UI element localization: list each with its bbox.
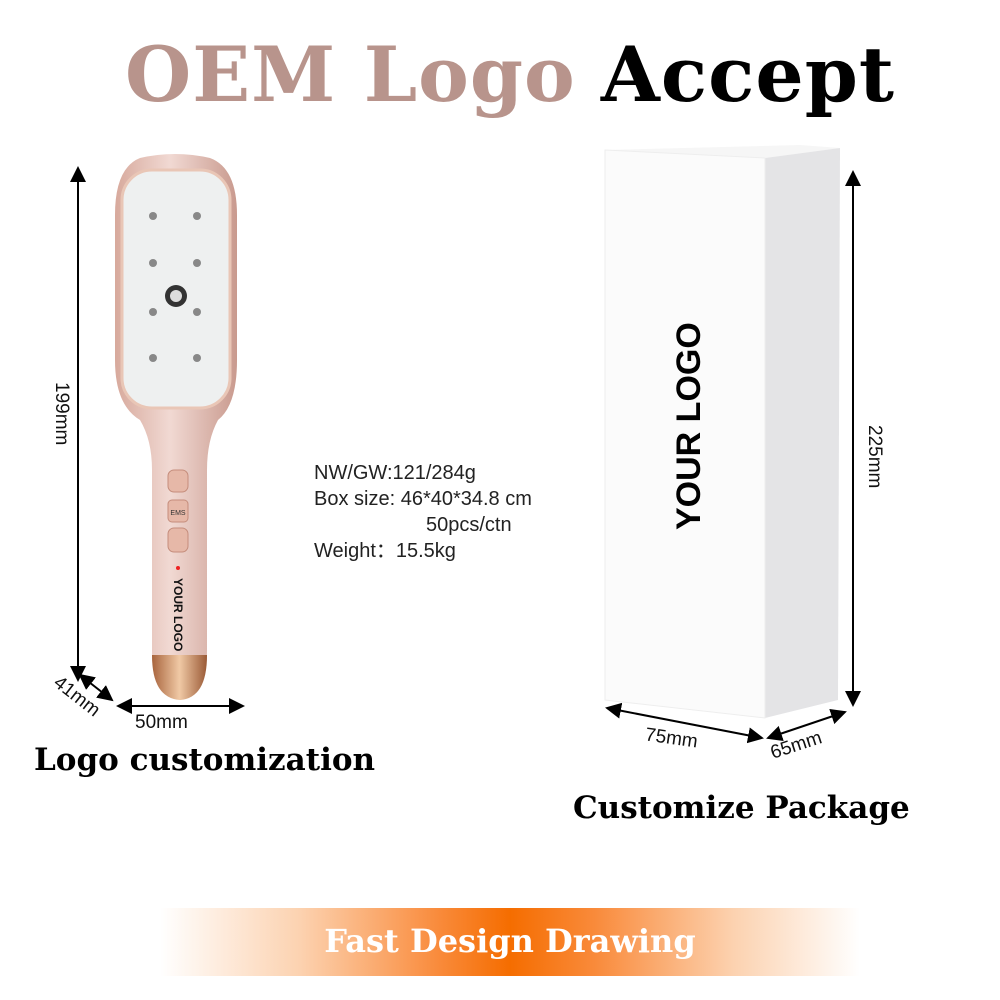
title-accept: Accept <box>600 30 895 119</box>
package-box: YOUR LOGO <box>604 145 840 719</box>
banner-text: Fast Design Drawing <box>324 922 696 960</box>
spec-weight-nw-gw: NW/GW:121/284g <box>314 462 476 484</box>
fast-design-banner: Fast Design Drawing <box>160 908 860 976</box>
ems-button <box>167 499 189 523</box>
page-title: OEM Logo Accept <box>125 30 895 119</box>
box-height-label: 225mm <box>864 425 885 489</box>
brush-logo-text: YOUR LOGO <box>171 578 185 651</box>
brush-tip <box>152 655 207 700</box>
dimension-arrows <box>70 166 861 744</box>
box-logo-text: YOUR LOGO <box>670 322 708 530</box>
power-button <box>167 469 189 493</box>
spec-weight: Weight：15.5kg <box>314 540 456 562</box>
logo-customization-caption: Logo customization <box>34 742 376 778</box>
brush-height-label: 199mm <box>51 382 72 446</box>
title-oem-logo: OEM Logo <box>125 30 576 119</box>
customize-package-caption: Customize Package <box>573 790 910 826</box>
heat-button <box>167 527 189 553</box>
spec-box-size: Box size: 46*40*34.8 cm <box>314 488 532 510</box>
brush-image: EMS YOUR LOGO <box>115 154 237 700</box>
spec-block: NW/GW:121/284g Box size: 46*40*34.8 cm 5… <box>314 460 532 564</box>
brush-width-label: 50mm <box>135 712 188 733</box>
spec-pcs-per-carton: 50pcs/ctn <box>426 514 512 536</box>
svg-text:EMS: EMS <box>170 510 186 517</box>
